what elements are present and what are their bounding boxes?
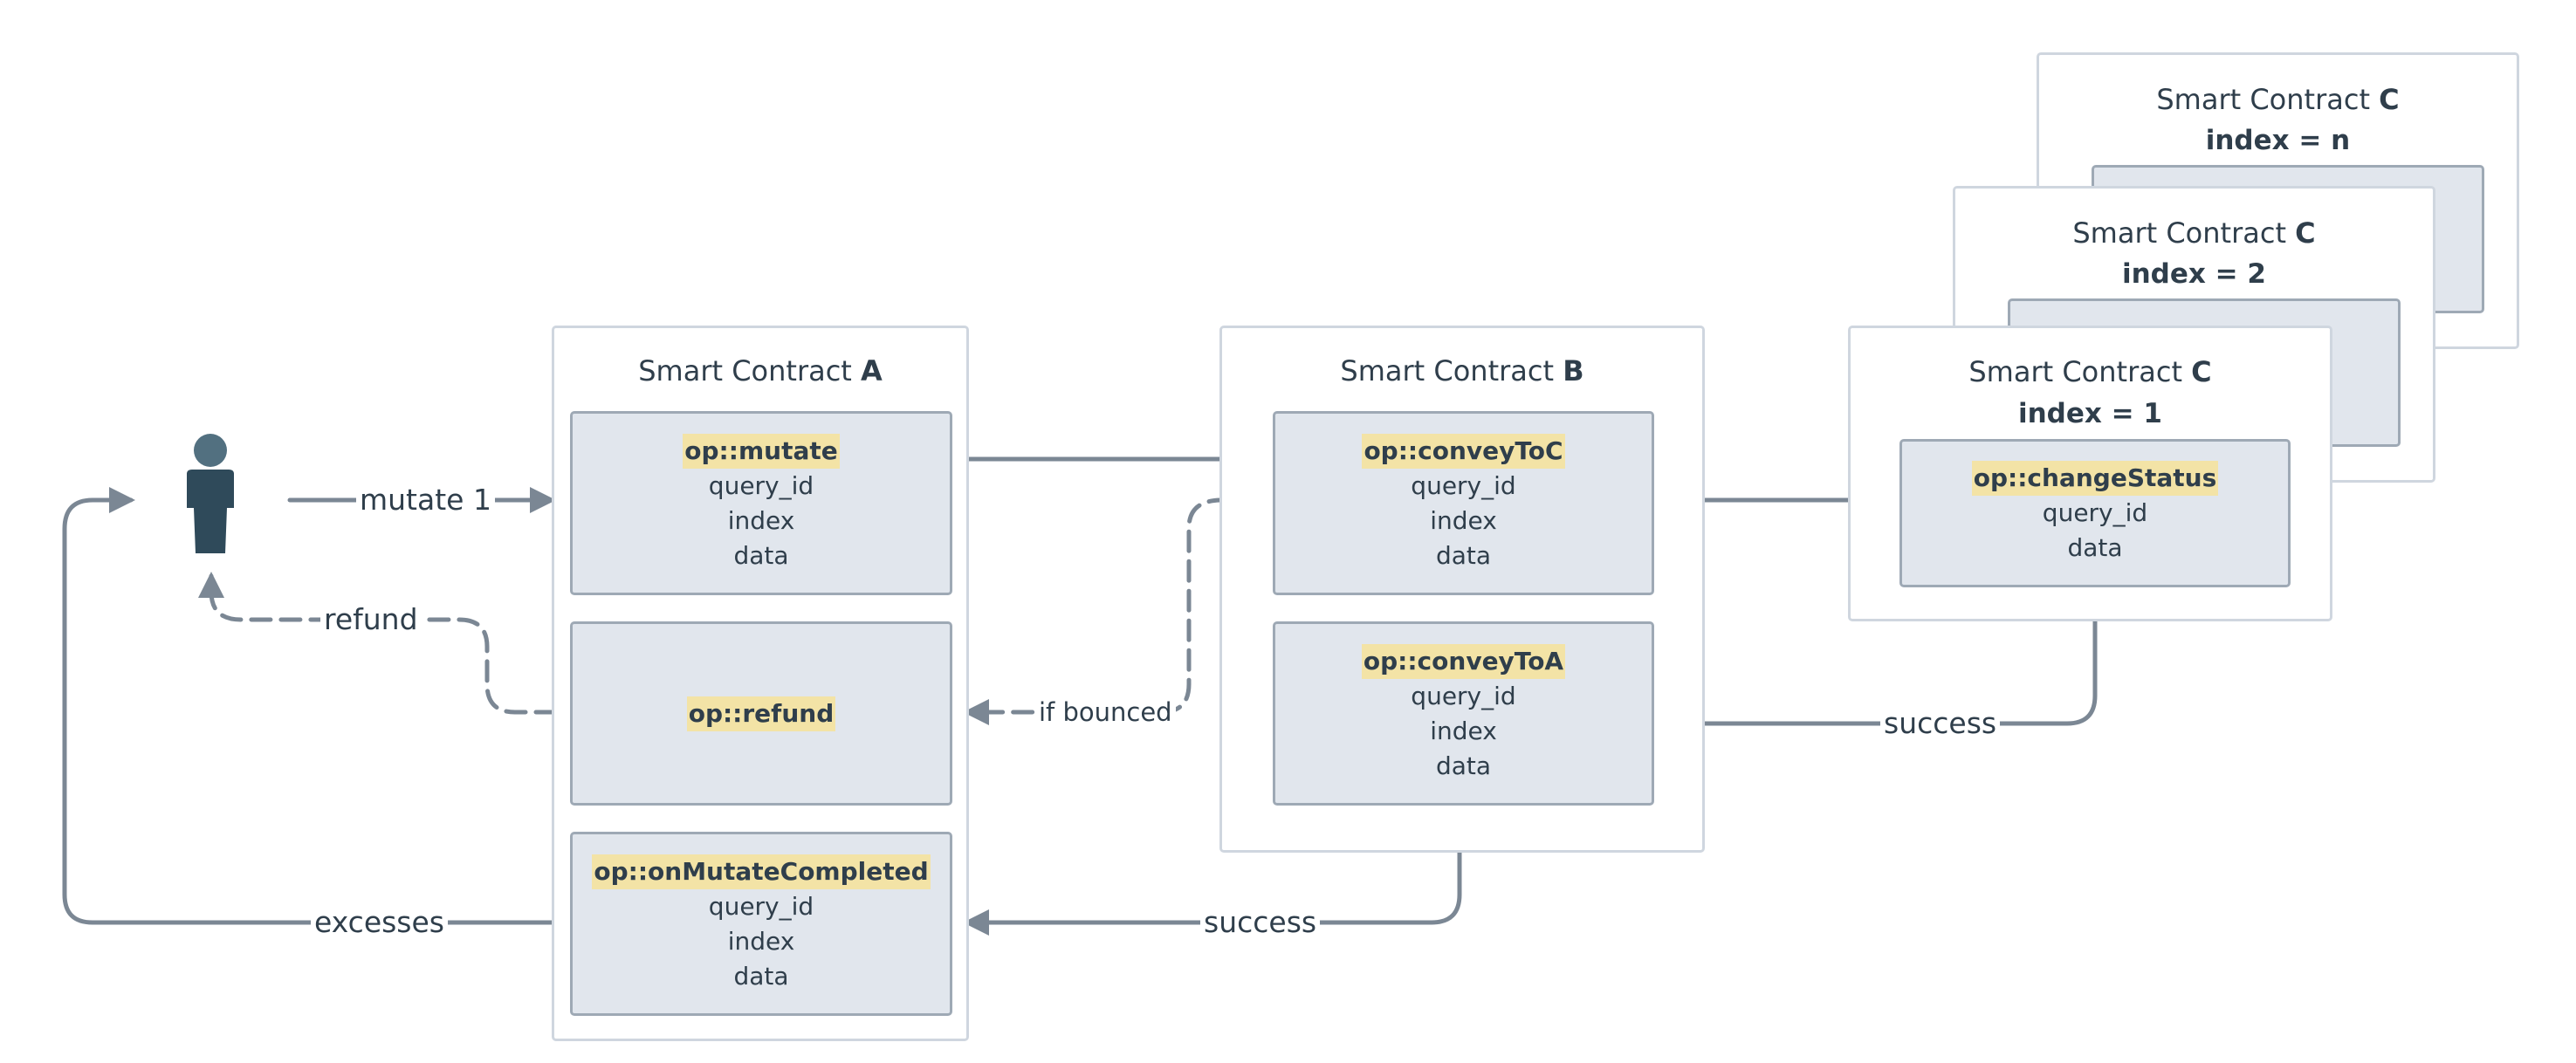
op-change-status: op::changeStatus query_id data — [1899, 439, 2291, 587]
op-mutate: op::mutate query_id index data — [570, 411, 952, 595]
op-change-status-name: op::changeStatus — [1971, 461, 2219, 496]
contract-c-1-index: index = 1 — [2017, 398, 2163, 429]
op-field: query_id — [1411, 470, 1516, 500]
op-field: query_id — [708, 891, 814, 921]
op-field: index — [1430, 716, 1497, 745]
op-field: data — [1435, 751, 1492, 780]
contract-a-title: Smart Contract A — [638, 354, 883, 387]
op-field: data — [1435, 540, 1492, 570]
contract-c-n-title: Smart Contract C — [2156, 83, 2400, 116]
op-field: query_id — [2042, 498, 2148, 527]
edge-label-excesses: excesses — [311, 905, 448, 940]
arrow-excesses-to-user — [62, 487, 558, 925]
edge-label-mutate: mutate 1 — [356, 483, 495, 518]
edge-label-success-b-to-a: success — [1200, 905, 1321, 940]
arrow-refund-to-user — [198, 572, 558, 715]
edge-label-refund: refund — [320, 602, 422, 637]
op-on-mutate-completed-name: op::onMutateCompleted — [592, 854, 931, 889]
op-field: query_id — [1411, 681, 1516, 710]
contract-c-n-index: index = n — [2205, 125, 2351, 156]
op-field: index — [727, 926, 795, 956]
op-refund-name: op::refund — [686, 696, 836, 731]
smart-contract-b: Smart Contract B op::conveyToC query_id … — [1219, 326, 1705, 853]
contract-c-2-title: Smart Contract C — [2072, 216, 2316, 250]
op-field: data — [733, 961, 789, 991]
arrow-if-bounced — [963, 497, 1261, 725]
op-field: data — [2067, 533, 2123, 562]
op-convey-to-c-name: op::conveyToC — [1362, 433, 1565, 469]
contract-b-title: Smart Contract B — [1340, 354, 1584, 387]
op-field: query_id — [708, 470, 814, 500]
edge-label-if-bounced: if bounced — [1035, 695, 1176, 730]
op-convey-to-a: op::conveyToA query_id index data — [1273, 621, 1654, 806]
person-icon — [187, 434, 234, 553]
smart-contract-c-1: Smart Contract C index = 1 op::changeSta… — [1848, 326, 2332, 621]
op-field: data — [733, 540, 789, 570]
op-on-mutate-completed: op::onMutateCompleted query_id index dat… — [570, 832, 952, 1016]
op-convey-to-a-name: op::conveyToA — [1361, 643, 1566, 679]
smart-contract-a: Smart Contract A op::mutate query_id ind… — [552, 326, 969, 1041]
arrow-success-b-to-a — [963, 815, 1462, 936]
contract-c-2-index: index = 2 — [2121, 258, 2267, 290]
op-field: index — [1430, 505, 1497, 535]
op-field: index — [727, 505, 795, 535]
edge-label-success-c-to-b: success — [1880, 706, 2001, 741]
arrow-success-c-to-b — [1667, 598, 2098, 737]
user — [182, 433, 239, 555]
op-refund: op::refund — [570, 621, 952, 806]
op-convey-to-c: op::conveyToC query_id index data — [1273, 411, 1654, 595]
op-mutate-name: op::mutate — [683, 433, 840, 469]
contract-c-1-title: Smart Contract C — [1968, 355, 2212, 388]
